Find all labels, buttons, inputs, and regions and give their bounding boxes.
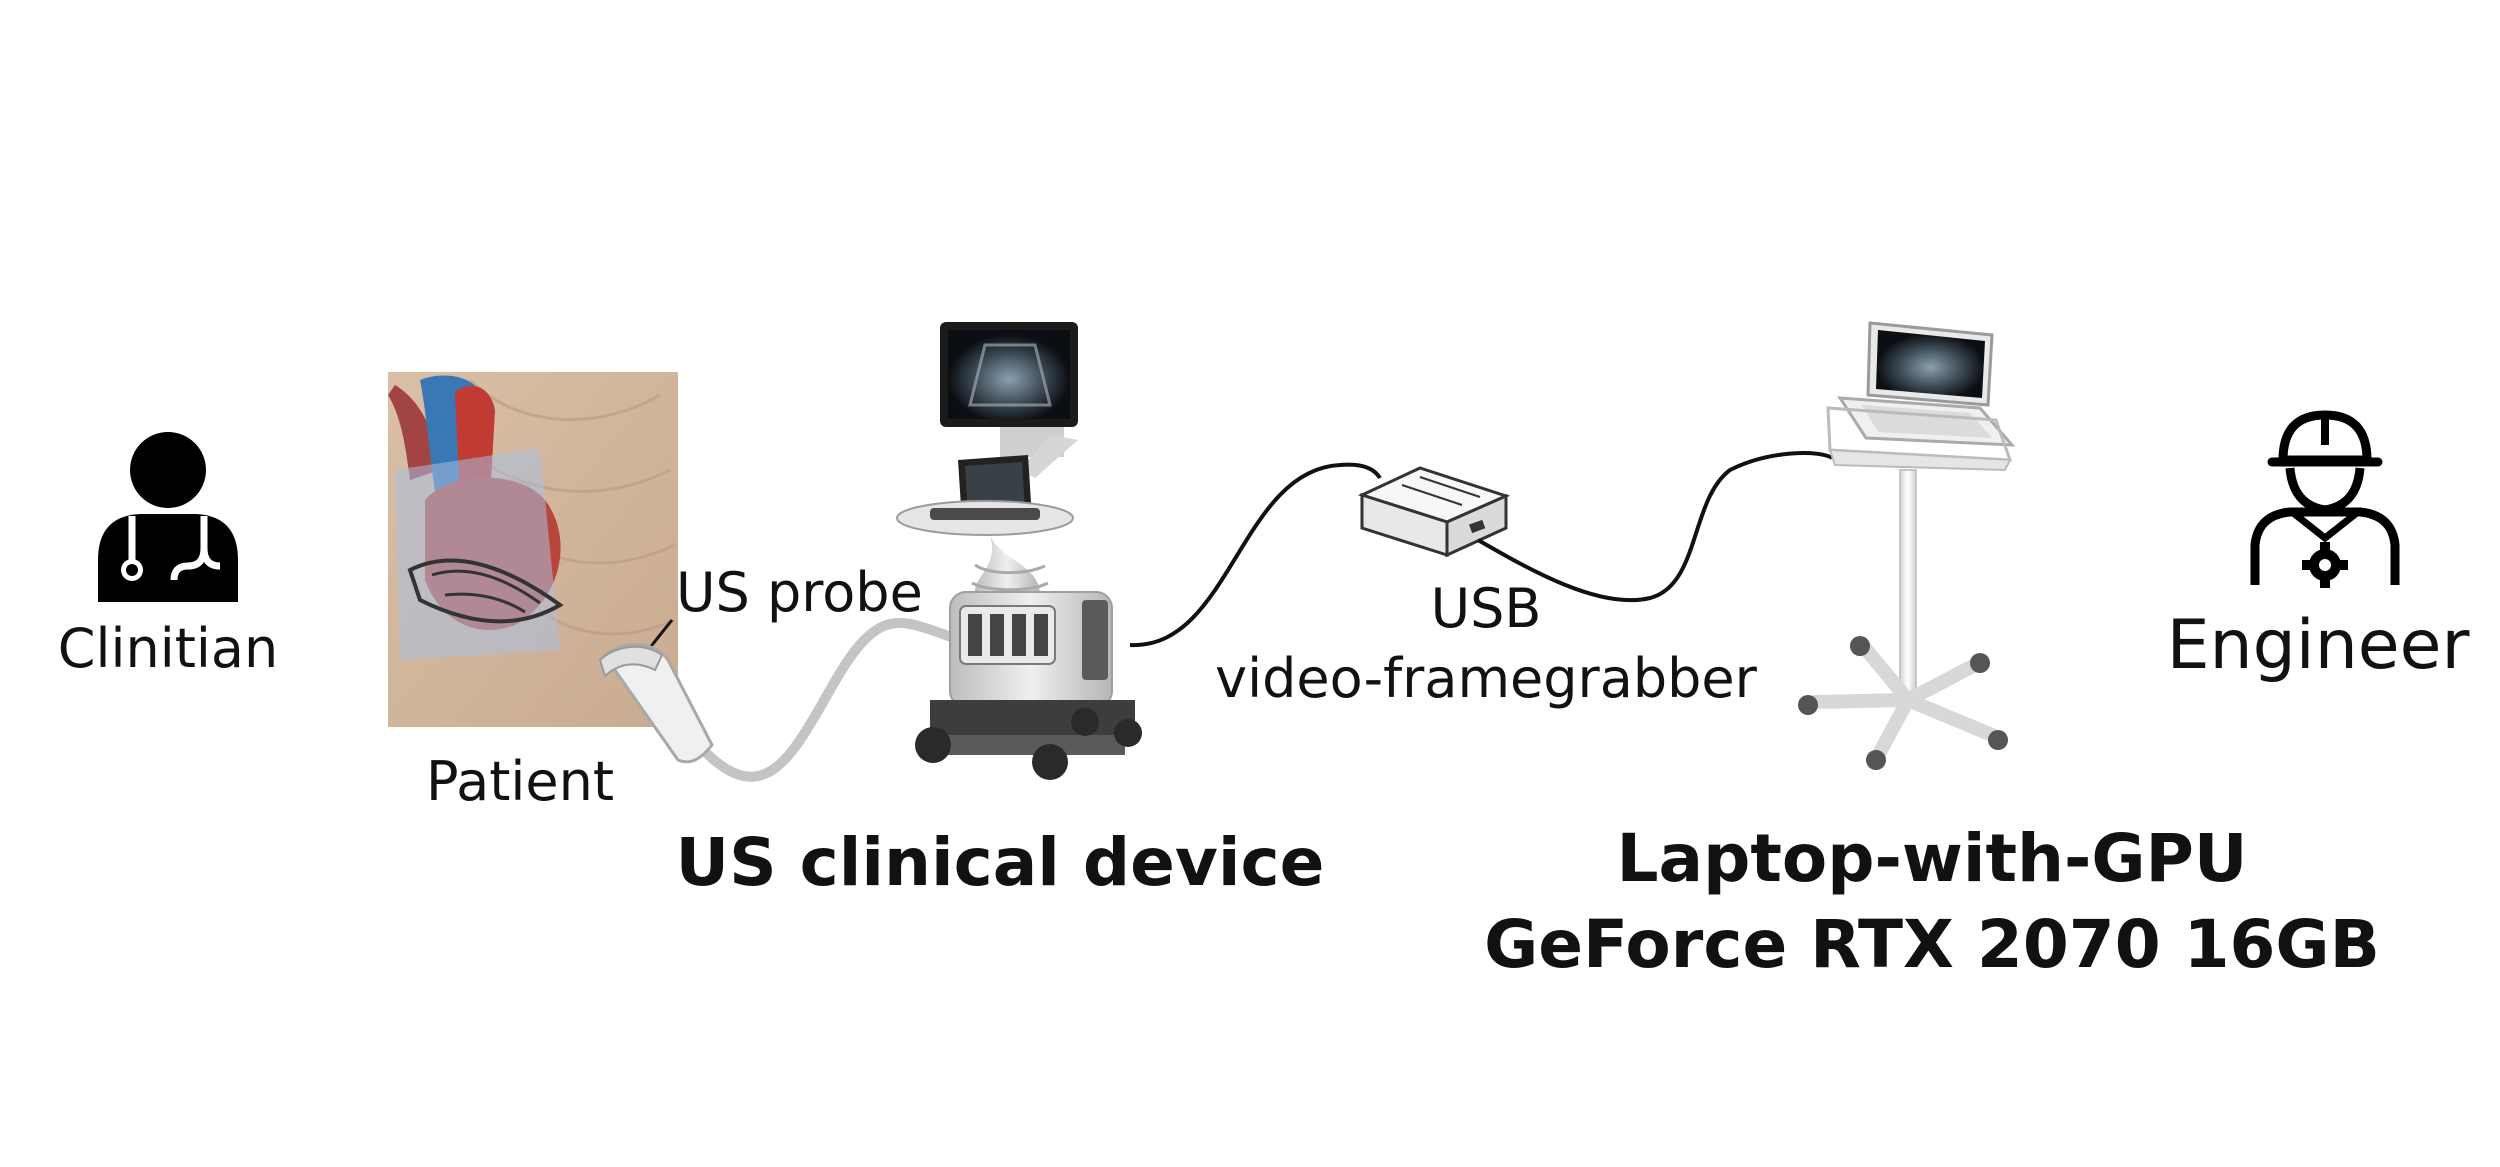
us-clinical-device-label: US clinical device	[675, 824, 1325, 901]
us-probe-label: US probe	[676, 561, 923, 624]
probe-leader-line	[646, 619, 674, 651]
video-cable	[1129, 462, 1382, 648]
engineer-hardhat-icon	[2250, 410, 2400, 588]
us-probe	[598, 643, 714, 764]
usb-label: USB	[1430, 577, 1542, 640]
patient-label: Patient	[425, 750, 615, 813]
us-clinical-device	[896, 322, 1142, 780]
framegrabber-label: video-framegrabber	[1215, 647, 1757, 710]
engineer-label: Engineer	[2166, 606, 2470, 685]
clinician-stethoscope-icon	[98, 432, 238, 602]
usb-video-framegrabber	[1357, 466, 1511, 558]
laptop-with-gpu-cart	[1798, 321, 2016, 770]
laptop-label: Laptop-with-GPU	[1616, 820, 2248, 897]
clinician-label: Clinitian	[57, 617, 279, 680]
usb-cable	[1477, 451, 1834, 603]
probe-cable	[685, 617, 965, 782]
gpu-label: GeForce RTX 2070 16GB	[1484, 906, 2380, 983]
